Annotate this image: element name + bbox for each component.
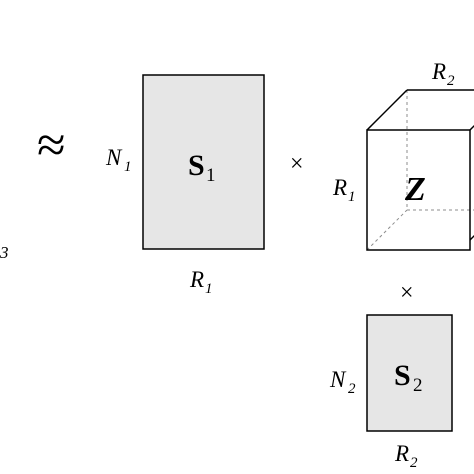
cube-top-left-edge [366, 89, 408, 131]
svg-text:1: 1 [124, 159, 132, 175]
svg-text:2: 2 [413, 375, 423, 396]
times-symbol-2: × [400, 280, 414, 306]
cube-hidden-edge-depth [366, 209, 408, 251]
s2-col-label: R 2 [394, 441, 418, 471]
svg-text:2: 2 [447, 73, 455, 89]
svg-text:1: 1 [205, 281, 213, 297]
cube-bottom-right-edge [469, 234, 474, 241]
svg-text:N: N [329, 367, 347, 392]
z-tensor-label: Z [404, 171, 426, 208]
svg-text:2: 2 [348, 381, 356, 397]
left-partial-subscript: 3 [0, 243, 9, 262]
times-symbol-1: × [290, 151, 304, 177]
svg-text:1: 1 [206, 165, 216, 186]
s1-row-label: N 1 [105, 145, 132, 175]
svg-text:R: R [189, 267, 204, 292]
s1-col-label: R 1 [189, 267, 213, 297]
cube-front-face [366, 129, 471, 251]
z-left-label: R 1 [332, 175, 356, 205]
cube-top-right-edge [469, 124, 474, 131]
svg-text:S: S [394, 359, 411, 392]
svg-text:R: R [394, 441, 409, 466]
approx-symbol: ≈ [37, 117, 66, 174]
svg-text:2: 2 [410, 455, 418, 471]
s1-matrix-block [142, 74, 265, 250]
s2-matrix-label: S 2 [394, 359, 423, 396]
s1-matrix-label: S 1 [188, 149, 216, 186]
svg-text:1: 1 [348, 189, 356, 205]
svg-text:S: S [188, 149, 205, 182]
svg-text:R: R [332, 175, 347, 200]
z-tensor-cube [366, 89, 474, 251]
s2-row-label: N 2 [329, 367, 356, 397]
svg-text:N: N [105, 145, 123, 170]
z-top-label: R 2 [431, 59, 455, 89]
s2-matrix-block [366, 314, 453, 432]
svg-text:R: R [431, 59, 446, 84]
